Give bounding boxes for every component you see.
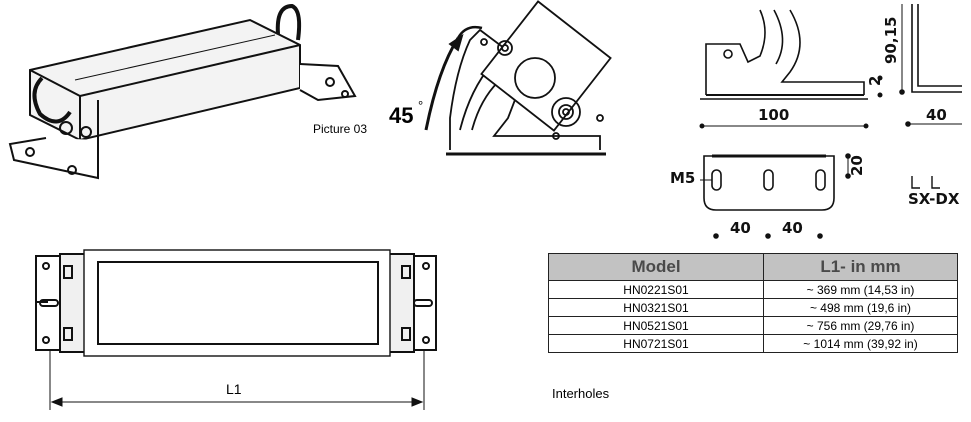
model-cell: HN0521S01 (548, 316, 764, 335)
table-row: HN0221S01 ~ 369 mm (14,53 in) (548, 280, 958, 299)
hook-bracket-side (899, 4, 962, 127)
depth-dimension-label: 40 (926, 106, 947, 124)
length-cell: ~ 498 mm (19,6 in) (763, 298, 958, 317)
degree-symbol: ° (418, 98, 424, 113)
length-cell: ~ 756 mm (29,76 in) (763, 316, 958, 335)
model-cell: HN0721S01 (548, 334, 764, 353)
thickness-dimension-label: 2 (866, 76, 884, 86)
hole-spacing-left-label: 40 (730, 219, 751, 237)
column-header-length: L1- in mm (763, 253, 958, 281)
height-dimension-label: 90,15 (882, 17, 900, 64)
width-dimension-label: 100 (758, 106, 789, 124)
length-label: L1 (226, 381, 242, 397)
model-cell: HN0321S01 (548, 298, 764, 317)
isometric-fixture-drawing (8, 3, 357, 180)
tilt-bracket-drawing (424, 0, 612, 156)
model-cell: HN0221S01 (548, 280, 764, 299)
length-cell: ~ 369 mm (14,53 in) (763, 280, 958, 299)
table-note: Interholes (552, 386, 610, 401)
model-length-table: Model L1- in mm HN0221S01 ~ 369 mm (14,5… (548, 253, 958, 353)
dimension-width (699, 75, 883, 129)
table-row: HN0521S01 ~ 756 mm (29,76 in) (548, 316, 958, 335)
hole-spacing-right-label: 40 (782, 219, 803, 237)
table-row: HN0721S01 ~ 1014 mm (39,92 in) (548, 334, 958, 353)
slot-height-dimension-label: 20 (848, 155, 866, 176)
flat-plate-view (700, 153, 940, 239)
hook-bracket-front (700, 9, 868, 100)
table-row: HN0321S01 ~ 498 mm (19,6 in) (548, 298, 958, 317)
side-label: SX-DX (908, 190, 960, 208)
table-header-row: Model L1- in mm (548, 253, 958, 281)
length-cell: ~ 1014 mm (39,92 in) (763, 334, 958, 353)
picture-caption: Picture 03 (313, 122, 368, 136)
fixture-front-elevation (35, 249, 437, 357)
length-dimension (49, 350, 425, 410)
hole-size-label: M5 (670, 169, 695, 187)
tilt-angle-label: 45 (389, 103, 414, 128)
column-header-model: Model (548, 253, 764, 281)
